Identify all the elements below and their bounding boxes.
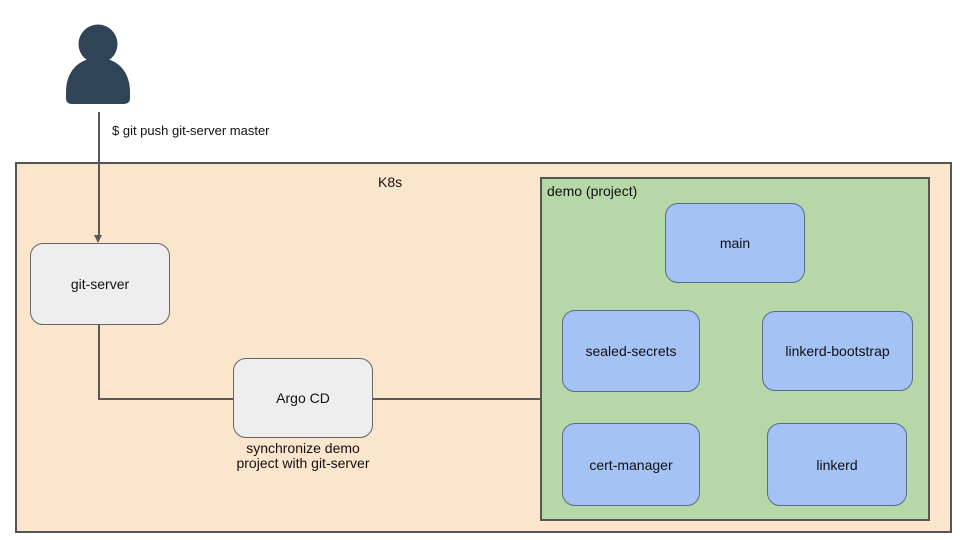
arrowhead-down-icon <box>94 235 102 243</box>
node-linkerd-bootstrap: linkerd-bootstrap <box>762 311 913 391</box>
node-git-server: git-server <box>30 243 170 325</box>
argo-cd-caption-line1: synchronize demo <box>246 440 360 456</box>
node-sealed-secrets: sealed-secrets <box>562 310 700 392</box>
node-linkerd-bootstrap-label: linkerd-bootstrap <box>785 343 890 359</box>
node-linkerd: linkerd <box>767 423 907 506</box>
demo-project-label: demo (project) <box>547 183 638 199</box>
connector-gitserver-to-argocd-vertical <box>98 324 100 399</box>
node-argo-cd: Argo CD <box>233 358 373 438</box>
node-cert-manager-label: cert-manager <box>589 456 673 473</box>
node-git-server-label: git-server <box>70 276 130 292</box>
demo-project-container: demo (project) main sealed-secrets linke… <box>540 177 930 521</box>
k8s-cluster-container: K8s git-server Argo CD synchronize demo … <box>15 162 952 533</box>
connector-gitserver-to-argocd-horizontal <box>98 398 233 400</box>
connector-argocd-to-demo <box>373 398 542 400</box>
node-main-label: main <box>719 235 751 251</box>
node-main: main <box>665 203 805 283</box>
git-push-command-label: $ git push git-server master <box>112 123 270 138</box>
node-argo-cd-label: Argo CD <box>276 390 330 406</box>
connector-person-to-gitserver <box>98 112 100 236</box>
node-cert-manager: cert-manager <box>562 423 700 506</box>
node-sealed-secrets-label: sealed-secrets <box>585 343 677 359</box>
argo-cd-caption: synchronize demo project with git-server <box>203 441 403 471</box>
person-icon <box>66 24 130 104</box>
node-linkerd-label: linkerd <box>816 456 858 473</box>
k8s-label: K8s <box>378 174 403 190</box>
argo-cd-caption-line2: project with git-server <box>236 455 370 471</box>
